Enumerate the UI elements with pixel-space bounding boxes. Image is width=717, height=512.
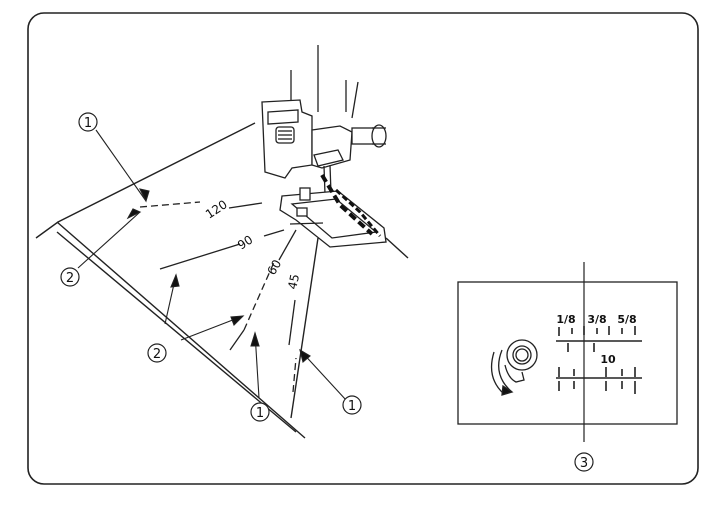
angle-label-90: 90 xyxy=(235,232,255,252)
scale-label-5-8: 5/8 xyxy=(617,313,636,326)
callout-2-left: 2 xyxy=(61,268,79,286)
svg-text:2: 2 xyxy=(66,271,74,286)
callout-1-bottom-mid: 1 xyxy=(251,403,269,421)
callout-2-lower: 2 xyxy=(148,344,166,362)
scale-label-10: 10 xyxy=(600,353,616,366)
svg-text:3: 3 xyxy=(580,456,588,471)
callout-1-top: 1 xyxy=(79,113,97,131)
svg-text:1: 1 xyxy=(84,116,92,131)
svg-text:1: 1 xyxy=(348,399,356,414)
svg-text:2: 2 xyxy=(153,347,161,362)
angle-label-120: 120 xyxy=(203,197,230,221)
callout-leaders xyxy=(78,130,346,400)
scale-label-1-8: 1/8 xyxy=(556,313,575,326)
presser-foot-icon xyxy=(262,45,386,247)
callout-3: 3 xyxy=(575,453,593,471)
fabric-outline xyxy=(36,123,408,438)
angle-label-60: 60 xyxy=(264,257,284,277)
seam-guide-lines xyxy=(140,202,296,392)
callout-1-bottom-right: 1 xyxy=(343,396,361,414)
scale-label-3-8: 3/8 xyxy=(587,313,606,326)
angle-label-45: 45 xyxy=(285,273,302,291)
svg-text:1: 1 xyxy=(256,406,264,421)
needle-plate-inset: 1/8 3/8 5/8 10 xyxy=(458,262,677,442)
